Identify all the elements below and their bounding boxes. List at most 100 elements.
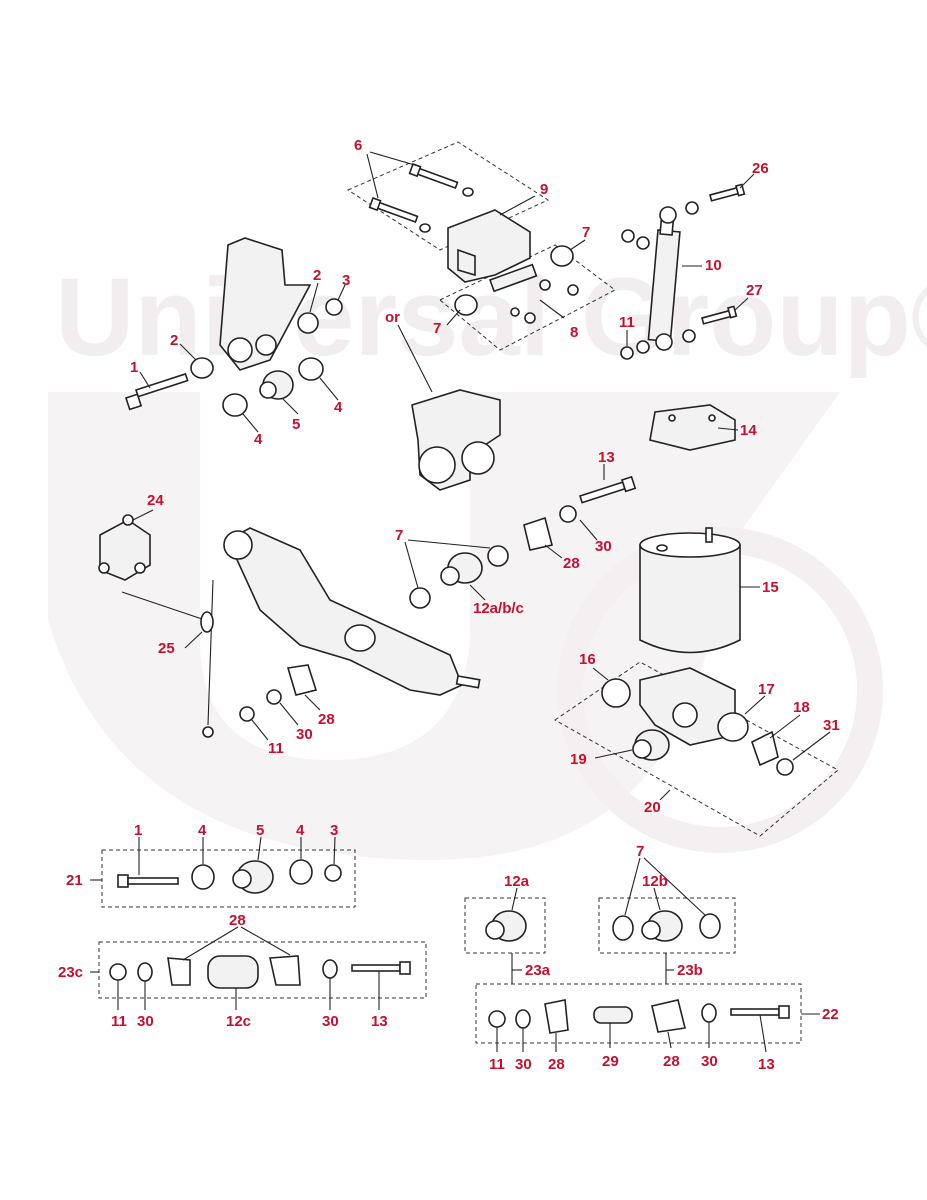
callout-28-kit22-right: 28 (663, 1053, 680, 1070)
alt-bracket-eye-b (461, 441, 495, 475)
callout-4-right: 4 (334, 399, 343, 416)
callout-6: 6 (354, 137, 362, 154)
nut-part-11-top (621, 229, 635, 243)
washer-part-16 (601, 678, 631, 708)
callout-28-kit22-left: 28 (548, 1056, 565, 1073)
bushing-part-5-kit21 (232, 860, 274, 894)
washer-part-4-kit21-right (289, 859, 313, 885)
callout-25: 25 (158, 640, 175, 657)
alt-bracket-eye-a (418, 446, 456, 484)
nut-part-11-kit22 (488, 1010, 506, 1028)
washer-part-7-kit23b-right (699, 913, 721, 939)
callout-28-kit23c: 28 (229, 912, 246, 929)
callout-31: 31 (823, 717, 840, 734)
bracket-part-28-kit23c-right (269, 955, 301, 986)
bracket-part-9 (447, 209, 531, 283)
callout-8: 8 (570, 324, 578, 341)
callout-13-arm: 13 (598, 449, 615, 466)
nut-part-3 (325, 298, 343, 316)
bolt-part-13-kit22 (730, 1005, 790, 1019)
callout-5-hanger: 5 (292, 416, 300, 433)
callout-12abc: 12a/b/c (473, 600, 524, 617)
callout-11-shock: 11 (619, 314, 635, 331)
trailing-arm-group: 13 30 28 7 12a/b/c (223, 449, 637, 696)
callout-3-hanger: 3 (342, 272, 350, 289)
callout-30-valve: 30 (296, 726, 313, 743)
kit-box-23a (464, 897, 546, 954)
callout-12c: 12c (226, 1013, 251, 1030)
kit-box-23b (598, 897, 736, 954)
callout-22: 22 (822, 1006, 839, 1023)
callout-16: 16 (579, 651, 596, 668)
bolt-part-13-arm (578, 475, 637, 504)
bolt-part-26 (709, 183, 746, 202)
callout-10: 10 (705, 257, 722, 274)
washer-part-7a (550, 245, 574, 267)
callout-1-hanger: 1 (130, 359, 138, 376)
bracket-part-28-valve (286, 664, 318, 696)
trailing-arm-part (226, 527, 464, 696)
bushing-part-5 (259, 370, 294, 400)
callout-12a: 12a (504, 873, 530, 890)
bracket-part-28-kit22-right (651, 999, 686, 1033)
callout-2-right: 2 (313, 267, 321, 284)
washer-part-7-arm-right (487, 545, 509, 567)
sleeve-part-29 (593, 1006, 633, 1024)
callout-23b: 23b (677, 962, 703, 979)
callout-9: 9 (540, 181, 548, 198)
washer-part-30-kit22-left (515, 1009, 531, 1029)
kit-box-23c (98, 941, 427, 999)
nut-part-11-valve (239, 706, 255, 722)
callout-4-kit21-left: 4 (198, 822, 207, 839)
bushing-part-12b (641, 910, 683, 942)
air-spring-group: 15 16 17 18 31 19 20 (554, 527, 840, 837)
bolt-part-13-kit23c (351, 961, 411, 975)
washer-part-4-kit21-left (191, 864, 215, 890)
nut-part-11-kit23c (109, 963, 127, 981)
callout-7-arm: 7 (395, 527, 403, 544)
bracket-14-group: 14 (649, 404, 757, 451)
callout-11-kit23c: 11 (111, 1013, 127, 1030)
bolt-part-1-kit21 (117, 874, 179, 888)
bracket-part-28-arm (523, 516, 553, 551)
callout-27: 27 (746, 282, 763, 299)
callout-4-kit21-right: 4 (296, 822, 305, 839)
callout-20: 20 (644, 799, 661, 816)
bracket-part-28-kit23c-left (167, 957, 191, 986)
washer-part-30-kit23c-right (322, 959, 338, 979)
washer-part-7-arm-left (409, 587, 431, 609)
bushing-part-2-left (190, 357, 214, 379)
nut-part-3-kit21 (324, 864, 342, 882)
kit-box-22 (475, 983, 802, 1044)
callout-30-kit22-right: 30 (701, 1053, 718, 1070)
kit-box-21 (101, 849, 356, 908)
bolt-part-6b (368, 196, 431, 233)
valve-group: 24 25 28 30 11 (98, 492, 335, 757)
kit-box-6-9 (346, 141, 550, 251)
callout-11-kit22: 11 (489, 1056, 505, 1073)
bracket-part-28-kit22-left (544, 999, 569, 1034)
washer-part-30-kit23c-left (137, 962, 153, 982)
callout-30-kit22-left: 30 (515, 1056, 532, 1073)
callout-28-arm: 28 (563, 555, 580, 572)
callout-13-kit23c: 13 (371, 1013, 388, 1030)
bushing-part-2-right (297, 312, 319, 334)
shock-absorber-group: 26 10 27 11 (619, 160, 769, 360)
washer-part-7-kit23b-left (612, 915, 634, 941)
callout-7-upper-left: 7 (433, 320, 441, 337)
hanger-bracket-part (219, 237, 312, 371)
callout-26: 26 (752, 160, 769, 177)
kit-23c-group: 23c 28 11 30 12c 30 13 (58, 912, 427, 1030)
callout-23a: 23a (525, 962, 551, 979)
washer-part-17 (717, 712, 749, 742)
callout-13-kit22: 13 (758, 1056, 775, 1073)
callout-15: 15 (762, 579, 779, 596)
callout-12b: 12b (642, 873, 668, 890)
bushing-part-12a (485, 910, 527, 942)
washer-part-30-kit22-right (701, 1003, 717, 1023)
bracket-part-18 (751, 730, 779, 767)
callout-7-kit23b: 7 (636, 843, 644, 860)
callout-30-kit23c-left: 30 (137, 1013, 154, 1030)
callout-17: 17 (758, 681, 775, 698)
bushing-part-19 (632, 729, 670, 761)
